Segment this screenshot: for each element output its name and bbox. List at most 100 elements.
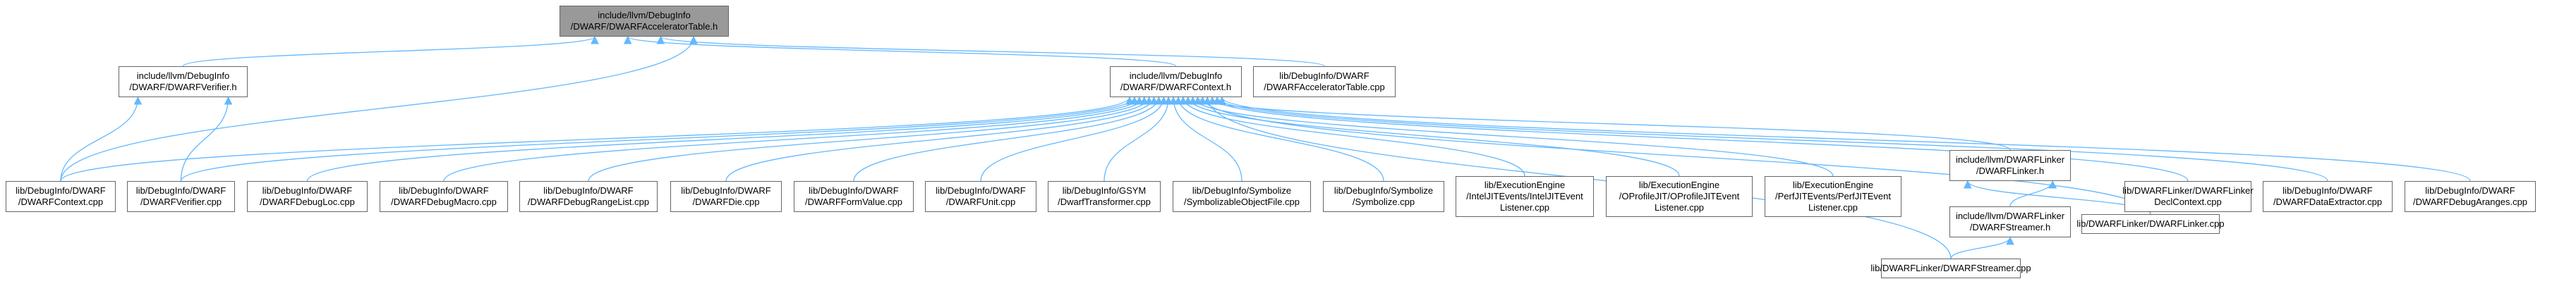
edge-streamer_h-to-linker_h [2009,180,2057,207]
edge-unit-to-context_h [980,96,1168,182]
node-line: lib/DebugInfo/DWARF [262,185,353,196]
node-line: /DWARFFormValue.cpp [805,197,902,207]
node-line: lib/DebugInfo/DWARF [936,185,1026,196]
node-line: /DWARFDie.cpp [692,197,760,207]
node-line: lib/DWARFLinker/DWARFLinker [2122,185,2254,196]
node-dwarf-accelerator-table-h[interactable]: include/llvm/DebugInfo /DWARF/DWARFAccel… [560,6,729,37]
node-line: include/llvm/DWARFLinker [1955,154,2065,165]
node-line: /Symbolize.cpp [1352,197,1415,207]
node-dwarf-debug-aranges-cpp[interactable]: lib/DebugInfo/DWARF /DWARFDebugAranges.c… [2405,181,2536,212]
edge-context_cpp-to-context_h [60,96,1134,182]
node-dwarf-debug-loc-cpp[interactable]: lib/DebugInfo/DWARF /DWARFDebugLoc.cpp [247,181,368,212]
edge-symobj-to-context_h [1169,96,1242,182]
edge-context_cpp-to-verifier_h [60,96,143,182]
edge-linker_cpp-to-context_h [1198,96,2151,215]
edge-aranges-to-context_h [1218,96,2471,182]
node-line: /DWARF/DWARFContext.h [1120,82,1232,92]
edge-verifier_h-to-root [182,35,599,67]
node-dwarf-accelerator-table-cpp[interactable]: lib/DebugInfo/DWARF /DWARFAcceleratorTab… [1253,66,1396,97]
node-line: Listener.cpp [1499,202,1550,213]
node-line: /DWARFDebugMacro.cpp [391,197,497,207]
node-line: /DWARFDebugAranges.cpp [2412,197,2528,207]
node-line: lib/ExecutionEngine [1638,180,1720,190]
edge-acc_cpp-to-root [656,35,1325,67]
edge-debugmacro-to-context_h [443,96,1149,182]
node-oprofile-jit-event-listener-cpp[interactable]: lib/ExecutionEngine /OProfileJIT/OProfil… [1606,176,1753,217]
node-dwarf-unit-cpp[interactable]: lib/DebugInfo/DWARF /DWARFUnit.cpp [925,181,1036,212]
node-line: /DWARFVerifier.cpp [140,197,222,207]
node-line: /SymbolizableObjectFile.cpp [1183,197,1300,207]
node-line: lib/DebugInfo/DWARF [399,185,489,196]
node-line: include/llvm/DebugInfo [1129,70,1223,81]
node-dwarf-die-cpp[interactable]: lib/DebugInfo/DWARF /DWARFDie.cpp [670,181,782,212]
node-line: include/llvm/DebugInfo [136,70,230,81]
node-line: /DWARFLinker.h [1976,166,2045,176]
node-line: /PerfJITEvents/PerfJITEvent [1775,191,1891,201]
node-dwarf-context-h[interactable]: include/llvm/DebugInfo /DWARF/DWARFConte… [1110,66,1242,97]
edge-gsym-to-context_h [1103,96,1173,182]
node-line: Listener.cpp [1808,202,1858,213]
node-dwarf-linker-cpp[interactable]: lib/DWARFLinker/DWARFLinker.cpp [2076,214,2225,234]
edge-rnglist-to-context_h [588,96,1154,182]
edge-oprofile-to-context_h [1184,96,1680,177]
node-line: lib/DebugInfo/DWARF [543,185,634,196]
node-line: /DWARFUnit.cpp [945,197,1016,207]
node-line: /DWARFContext.cpp [18,197,104,207]
node-line: /IntelJITEvents/IntelJITEvent [1466,191,1583,201]
edge-verifier_cpp-to-verifier_h [180,96,233,182]
node-line: DeclContext.cpp [2154,197,2222,207]
node-line: include/llvm/DWARFLinker [1955,211,2065,221]
node-line: lib/DebugInfo/DWARF [2282,185,2373,196]
node-dwarf-streamer-h[interactable]: include/llvm/DWARFLinker /DWARFStreamer.… [1949,206,2071,237]
node-line: lib/DebugInfo/DWARF [16,185,106,196]
edge-formvalue-to-context_h [853,96,1163,182]
edge-streamer_cpp-to-streamer_h [1950,236,2014,259]
edge-declctx-to-context_h [1208,96,2189,182]
node-line: Listener.cpp [1654,202,1705,213]
node-line: /DWARFDataExtractor.cpp [2273,197,2383,207]
node-intel-jit-event-listener-cpp[interactable]: lib/ExecutionEngine /IntelJITEvents/Inte… [1456,176,1594,217]
node-line: lib/DebugInfo/DWARF [809,185,899,196]
node-dwarf-linker-decl-context-cpp[interactable]: lib/DWARFLinker/DWARFLinker DeclContext.… [2122,181,2254,212]
node-perf-jit-event-listener-cpp[interactable]: lib/ExecutionEngine /PerfJITEvents/PerfJ… [1765,176,1901,217]
node-line: /DWARFDebugRangeList.cpp [527,197,650,207]
edge-context_h-to-root [624,35,1177,67]
node-dwarf-verifier-cpp[interactable]: lib/DebugInfo/DWARF /DWARFVerifier.cpp [127,181,235,212]
node-line: /OProfileJIT/OProfileJITEvent [1619,191,1740,201]
node-dwarf-streamer-cpp[interactable]: lib/DWARFLinker/DWARFStreamer.cpp [1870,259,2031,278]
node-dwarf-linker-h[interactable]: include/llvm/DWARFLinker /DWARFLinker.h [1949,150,2071,181]
node-dwarf-data-extractor-cpp[interactable]: lib/DebugInfo/DWARF /DWARFDataExtractor.… [2263,181,2393,212]
edge-extractor-to-context_h [1213,96,2328,182]
edge-symbolize-to-context_h [1174,96,1384,182]
edge-debugloc-to-context_h [306,96,1144,182]
node-line: lib/ExecutionEngine [1792,180,1874,190]
node-line: lib/DebugInfo/DWARF [1279,70,1369,81]
node-line: lib/DebugInfo/DWARF [681,185,771,196]
node-line: lib/DebugInfo/DWARF [2425,185,2515,196]
node-line: lib/ExecutionEngine [1484,180,1566,190]
node-line: /DWARFDebugLoc.cpp [260,197,355,207]
node-line: lib/DWARFLinker/DWARFLinker.cpp [2076,218,2225,229]
node-line: lib/DWARFLinker/DWARFStreamer.cpp [1870,263,2031,273]
node-dwarf-transformer-cpp[interactable]: lib/DebugInfo/GSYM /DwarfTransformer.cpp [1048,181,1161,212]
node-line: /DWARF/DWARFVerifier.h [129,82,237,92]
edge-context_cpp-to-root [60,35,698,182]
node-dwarf-debug-range-list-cpp[interactable]: lib/DebugInfo/DWARF /DWARFDebugRangeList… [519,181,658,212]
node-line: lib/DebugInfo/Symbolize [1192,185,1292,196]
node-dwarf-debug-macro-cpp[interactable]: lib/DebugInfo/DWARF /DWARFDebugMacro.cpp [380,181,508,212]
node-line: /DWARFStreamer.h [1969,222,2051,232]
node-line: /DwarfTransformer.cpp [1058,197,1151,207]
node-symbolize-cpp[interactable]: lib/DebugInfo/Symbolize /Symbolize.cpp [1323,181,1444,212]
node-dwarf-form-value-cpp[interactable]: lib/DebugInfo/DWARF /DWARFFormValue.cpp [794,181,914,212]
node-line: lib/DebugInfo/DWARF [135,185,226,196]
node-line: /DWARF/DWARFAcceleratorTable.h [570,21,718,32]
node-line: include/llvm/DebugInfo [598,10,691,20]
edge-linker_h-to-context_h [1193,96,2011,151]
node-dwarf-context-cpp[interactable]: lib/DebugInfo/DWARF /DWARFContext.cpp [6,181,116,212]
edge-verifier_cpp-to-context_h [180,96,1139,182]
edge-intel-to-context_h [1179,96,1525,177]
node-dwarf-verifier-h[interactable]: include/llvm/DebugInfo /DWARF/DWARFVerif… [119,66,248,97]
node-symbolizable-object-file-cpp[interactable]: lib/DebugInfo/Symbolize /SymbolizableObj… [1173,181,1311,212]
